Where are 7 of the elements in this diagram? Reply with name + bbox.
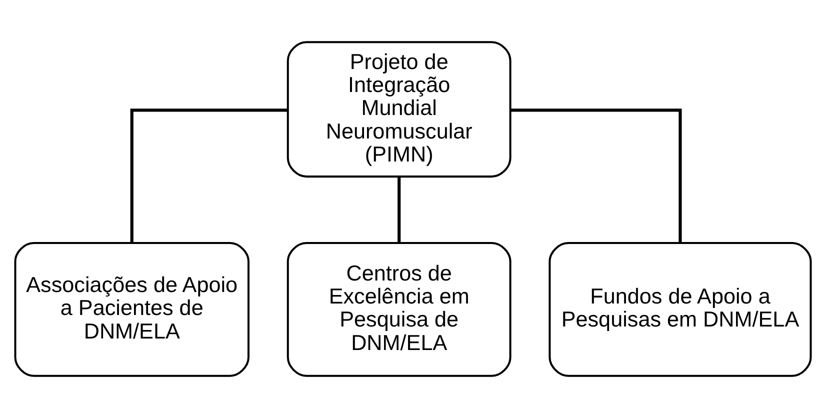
node-box: Centros de Excelência em Pesquisa de DNM/ELA: [286, 241, 512, 376]
node-box: Associações de Apoio a Pacientes de DNM/ELA: [14, 241, 250, 376]
node-box: Projeto de Integração Mundial Neuromuscular (PIMN): [286, 40, 512, 178]
connector: [398, 176, 401, 242]
node-box: Fundos de Apoio a Pesquisas em DNM/ELA: [548, 241, 812, 376]
connector: [130, 108, 288, 242]
connector: [510, 108, 682, 242]
